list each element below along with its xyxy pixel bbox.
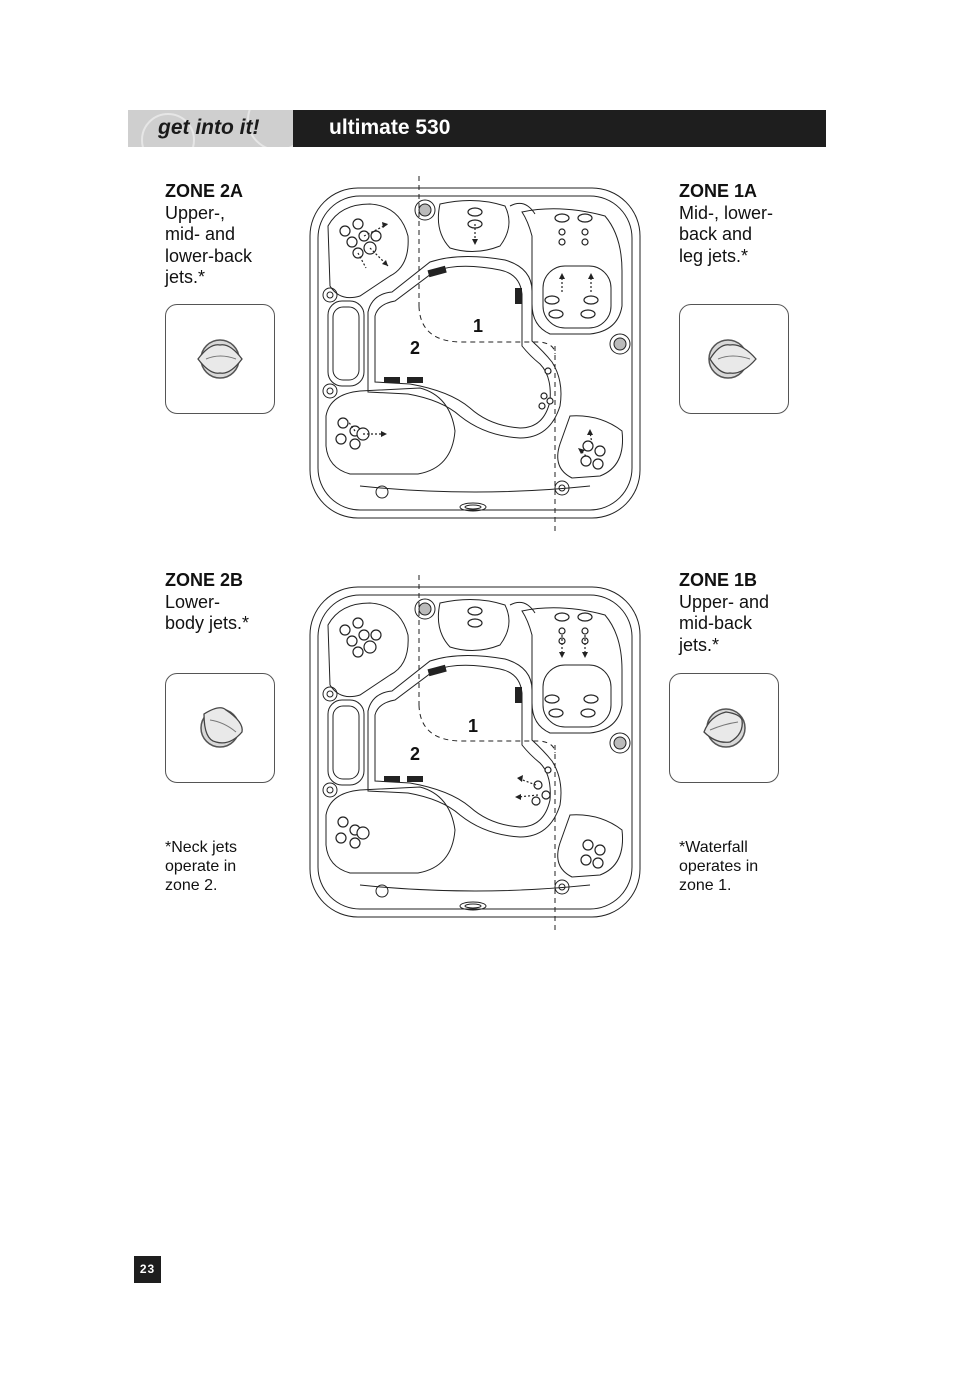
header-tab-label: get into it! [158,116,260,139]
zone-2b-text: ZONE 2B Lower- body jets.* [165,570,249,635]
diverter-knob-icon [197,339,243,379]
zone-2b-title: ZONE 2B [165,570,244,590]
zone-1b-text: ZONE 1B Upper- and mid-back jets.* [679,570,769,656]
zone-1b-description: Upper- and mid-back jets.* [679,591,770,655]
zone-1a-knob-box [679,304,789,414]
zone-1a-title: ZONE 1A [679,181,758,201]
neck-jets-note: *Neck jets operate in zone 2. [165,839,238,894]
zone-1a-description: Mid-, lower- back and leg jets.* [679,202,774,266]
header-tab: get into it! [128,110,293,147]
zone-2-label: 2 [410,744,420,764]
zone-2a-title: ZONE 2A [165,181,244,201]
swirl-decoration-icon [141,110,293,147]
page-number: 23 [134,1256,161,1283]
zone-2a-description: Upper-, mid- and lower-back jets.* [165,202,253,288]
zone-2a-knob-box [165,304,275,414]
zone-2b-knob-box [165,673,275,783]
spa-top-view-diagram-a: 1 2 [309,176,641,531]
zone-2a-text: ZONE 2A Upper-, mid- and lower-back jets… [165,181,252,289]
zone-2b-description: Lower- body jets.* [165,591,250,634]
zone-1a-text: ZONE 1A Mid-, lower- back and leg jets.* [679,181,773,267]
zone-1b-title: ZONE 1B [679,570,758,590]
page-title: ultimate 530 [329,116,451,139]
zone-1b-knob-box [669,673,779,783]
diverter-knob-icon [708,339,757,379]
waterfall-note: *Waterfall operates in zone 1. [679,839,759,894]
header-bar: ultimate 530 [293,110,826,147]
zone-1-label: 1 [468,716,478,736]
zone-1-label: 1 [473,316,483,336]
diverter-knob-icon [703,708,746,748]
zone-2-label: 2 [410,338,420,358]
spa-top-view-diagram-b: 1 2 [309,575,641,930]
diverter-knob-icon [200,707,243,748]
